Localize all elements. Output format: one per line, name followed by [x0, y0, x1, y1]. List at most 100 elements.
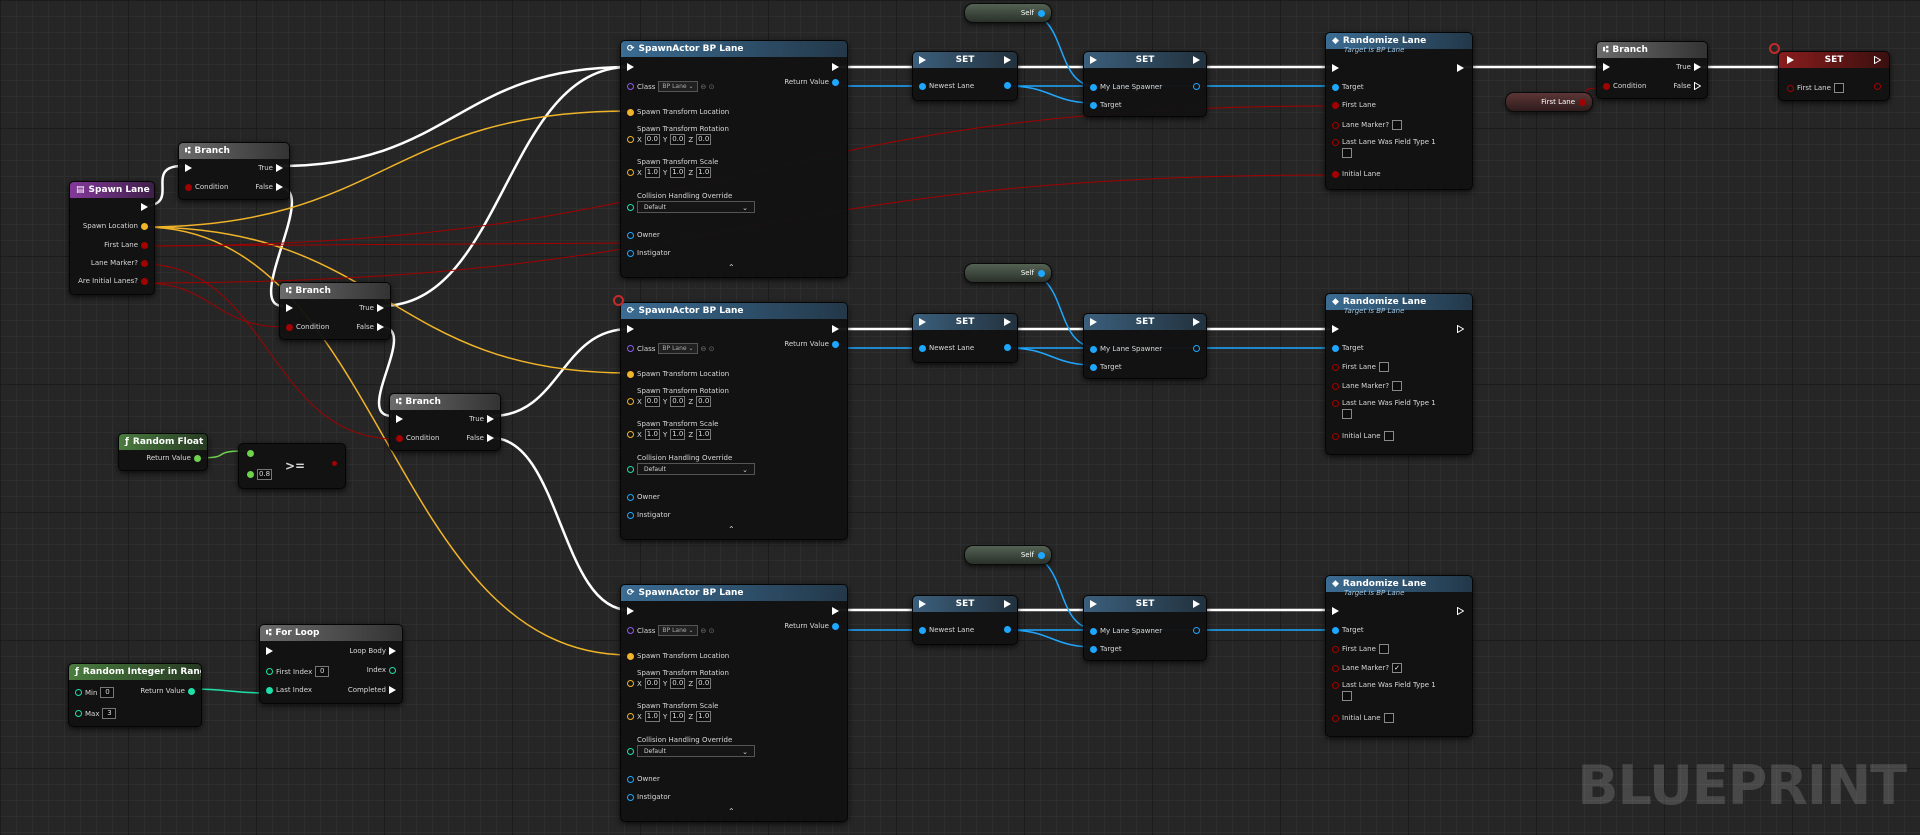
exec-out-pin[interactable] [1004, 56, 1011, 64]
collision-pin[interactable] [627, 465, 634, 473]
exec-out-pin[interactable] [1193, 56, 1200, 64]
exec-out-pin[interactable] [1874, 55, 1882, 65]
collision-pin[interactable] [627, 747, 634, 755]
target-pin[interactable] [1332, 626, 1339, 634]
first-lane-checkbox[interactable] [1378, 362, 1389, 372]
b-pin[interactable] [247, 471, 254, 478]
class-dropdown[interactable]: BP Lane ⌄ [658, 343, 698, 354]
class-pin[interactable] [627, 627, 634, 634]
lane-marker-checkbox[interactable] [1392, 381, 1403, 391]
owner-pin[interactable] [627, 775, 634, 783]
collision-dropdown[interactable]: Default⌄ [637, 201, 755, 213]
last-lane-field-pin[interactable] [1332, 681, 1339, 689]
last-index-pin[interactable] [266, 686, 273, 694]
set-newest-lane-node-2[interactable]: SET Newest Lane [912, 313, 1018, 363]
collision-pin[interactable] [627, 203, 634, 211]
loop-body-pin[interactable] [389, 647, 396, 655]
scale-x[interactable]: 1.0 [644, 429, 660, 440]
exec-in-pin[interactable] [919, 56, 926, 64]
initial-lane-pin[interactable] [1332, 714, 1339, 722]
rotation-x[interactable]: 0.0 [644, 678, 660, 689]
rotation-y[interactable]: 0.0 [670, 678, 686, 689]
set-newest-lane-node-1[interactable]: SET Newest Lane [912, 51, 1018, 101]
exec-in-pin[interactable] [627, 63, 634, 71]
return-value-pin[interactable] [832, 78, 839, 86]
randomize-lane-node-2[interactable]: ◆Randomize Lane Target is BP Lane Target… [1325, 293, 1473, 455]
browse-icon[interactable]: ⊖ ⊙ [700, 82, 715, 91]
lane-marker-pin[interactable] [1332, 664, 1339, 672]
max-value[interactable]: 3 [102, 708, 117, 719]
my-lane-spawner-out-pin[interactable] [1193, 83, 1200, 90]
class-pin[interactable] [627, 345, 634, 352]
exec-out-pin[interactable] [1457, 324, 1465, 334]
collapse-arrow-icon[interactable]: ⌃ [728, 525, 735, 534]
first-lane-out-pin[interactable] [1579, 98, 1586, 106]
initial-lane-checkbox[interactable] [1383, 431, 1394, 441]
last-lane-field-checkbox[interactable] [1342, 409, 1352, 419]
min-value[interactable]: 0 [100, 687, 115, 698]
exec-out-pin[interactable] [832, 607, 839, 615]
scale-x[interactable]: 1.0 [644, 711, 660, 722]
breakpoint-marker-1[interactable] [613, 295, 624, 306]
newest-lane-in-pin[interactable] [919, 344, 926, 352]
branch-node-4[interactable]: ⑆Branch Condition True False [1596, 41, 1708, 99]
rotation-y[interactable]: 0.0 [670, 134, 686, 145]
set-my-lane-spawner-node-1[interactable]: SET My Lane Spawner Target [1083, 51, 1207, 117]
scale-y[interactable]: 1.0 [670, 429, 686, 440]
exec-out-pin[interactable] [1457, 64, 1464, 72]
scale-y[interactable]: 1.0 [670, 167, 686, 178]
exec-in-pin[interactable] [1332, 607, 1339, 615]
self-pin[interactable] [1038, 269, 1045, 277]
exec-out-pin[interactable] [1193, 318, 1200, 326]
newest-lane-out-pin[interactable] [1004, 344, 1011, 351]
randomize-lane-node-3[interactable]: ◆Randomize Lane Target is BP Lane Target… [1325, 575, 1473, 737]
exec-in-pin[interactable] [1090, 318, 1097, 326]
false-pin[interactable] [377, 323, 384, 331]
scale-z[interactable]: 1.0 [696, 711, 712, 722]
result-pin[interactable] [332, 461, 337, 466]
lane-marker-checkbox[interactable]: ✓ [1392, 663, 1403, 673]
exec-in-pin[interactable] [1603, 63, 1610, 71]
last-lane-field-pin[interactable] [1332, 138, 1339, 146]
target-pin[interactable] [1332, 83, 1339, 91]
exec-in-pin[interactable] [1787, 56, 1794, 64]
scale-pin[interactable] [627, 431, 634, 438]
exec-out-pin[interactable] [1004, 600, 1011, 608]
rotation-x[interactable]: 0.0 [644, 134, 660, 145]
exec-out-pin[interactable] [1193, 600, 1200, 608]
first-index-pin[interactable] [266, 668, 273, 675]
true-pin[interactable] [377, 304, 384, 312]
exec-in-pin[interactable] [627, 607, 634, 615]
return-value-pin[interactable] [832, 340, 839, 348]
rotation-y[interactable]: 0.0 [670, 396, 686, 407]
rotation-z[interactable]: 0.0 [696, 396, 712, 407]
class-dropdown[interactable]: BP Lane ⌄ [658, 625, 698, 636]
a-pin[interactable] [247, 450, 254, 457]
scale-y[interactable]: 1.0 [670, 711, 686, 722]
set-newest-lane-node-3[interactable]: SET Newest Lane [912, 595, 1018, 645]
scale-pin[interactable] [627, 169, 634, 176]
spawn-lane-node[interactable]: ▤Spawn Lane Spawn Location First Lane La… [69, 181, 155, 295]
randomize-lane-node-1[interactable]: ◆Randomize Lane Target is BP Lane Target… [1325, 32, 1473, 190]
rotation-x[interactable]: 0.0 [644, 396, 660, 407]
branch-node-1[interactable]: ⑆Branch Condition True False [178, 142, 290, 200]
condition-pin[interactable] [1603, 82, 1610, 90]
first-lane-pin[interactable] [1332, 101, 1339, 109]
first-lane-checkbox[interactable] [1378, 644, 1389, 654]
rotation-z[interactable]: 0.0 [696, 678, 712, 689]
return-value-pin[interactable] [188, 687, 195, 695]
lane-marker-pin[interactable] [1332, 121, 1339, 129]
breakpoint-marker-2[interactable] [1769, 43, 1780, 54]
collision-dropdown[interactable]: Default⌄ [637, 463, 755, 475]
initial-lane-pin[interactable] [1332, 432, 1339, 440]
first-lane-get-node[interactable]: First Lane [1505, 92, 1593, 112]
target-pin[interactable] [1090, 645, 1097, 653]
are-initial-lanes-pin[interactable] [141, 277, 148, 285]
newest-lane-out-pin[interactable] [1004, 82, 1011, 89]
lane-marker-checkbox[interactable] [1392, 120, 1403, 130]
first-lane-pin[interactable] [1332, 363, 1339, 371]
return-value-pin[interactable] [194, 454, 201, 462]
